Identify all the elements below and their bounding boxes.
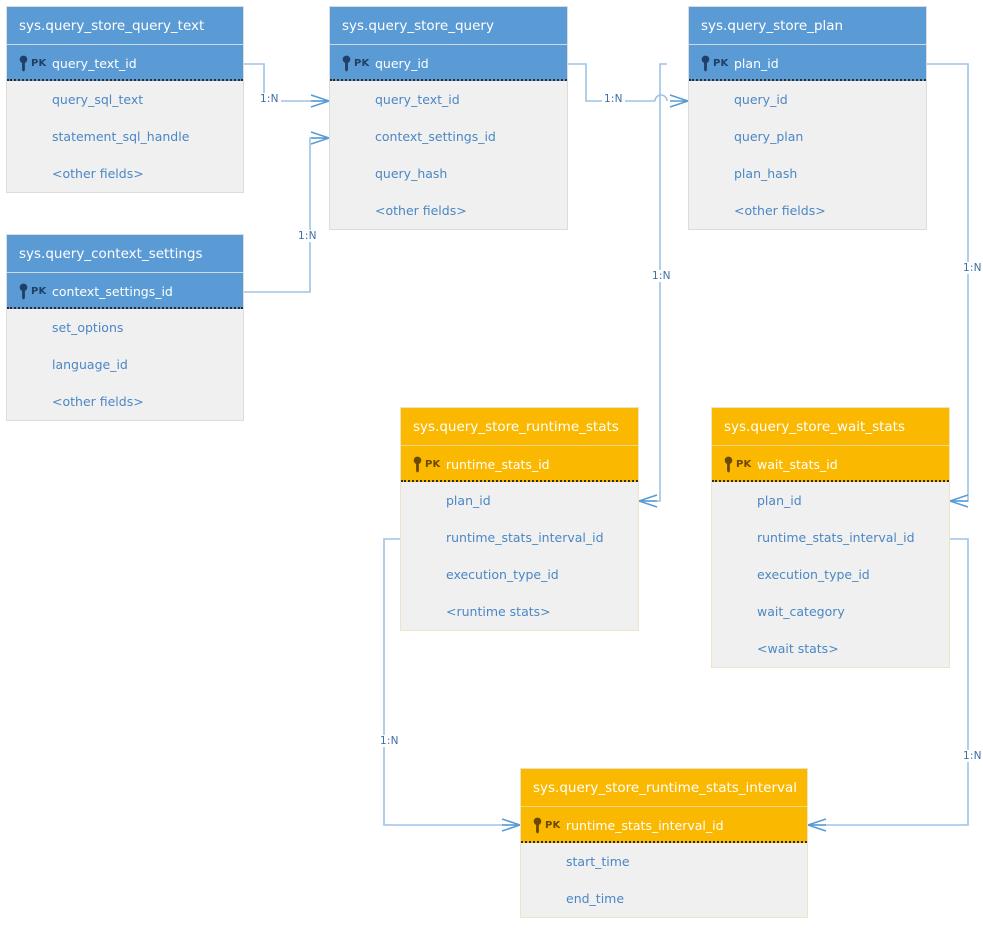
field-row[interactable]: language_id — [52, 357, 128, 372]
crowsfoot-context-settings-id-icon — [310, 131, 330, 145]
key-icon: PK — [17, 273, 46, 309]
entity-title-plan: sys.query_store_plan — [689, 7, 926, 45]
wire-interval-to-wait-stats — [812, 538, 969, 826]
entity-title-runtime_stats_interval: sys.query_store_runtime_stats_interval — [521, 769, 807, 807]
wire-interval-to-runtime-stats — [383, 538, 516, 826]
key-icon: PK — [411, 446, 440, 482]
key-icon: PK — [340, 45, 369, 81]
field-row[interactable]: plan_id — [757, 493, 802, 508]
key-icon: PK — [722, 446, 751, 482]
entity-title-query_text: sys.query_store_query_text — [7, 7, 243, 45]
crowsfoot-interval-left-icon — [501, 818, 521, 832]
entity-title-runtime_stats: sys.query_store_runtime_stats — [401, 408, 638, 446]
wire-context-settings-to-query — [244, 137, 325, 293]
key-icon: PK — [699, 45, 728, 81]
cardinality-label-r2: 1:N — [296, 230, 319, 242]
field-row[interactable]: context_settings_id — [375, 129, 496, 144]
cardinality-label-r1: 1:N — [258, 93, 281, 105]
field-row[interactable]: <other fields> — [52, 166, 144, 181]
pk-field-name-runtime_stats: runtime_stats_id — [446, 456, 550, 472]
line-hop-icon — [654, 94, 668, 102]
crowsfoot-plan-query-id-icon — [669, 94, 689, 108]
wire-query-text-to-query — [244, 63, 325, 102]
primary-key-row-query_text[interactable]: PK query_text_id — [7, 45, 243, 81]
key-icon: PK — [17, 45, 46, 81]
field-row[interactable]: plan_id — [446, 493, 491, 508]
crowsfoot-runtime-plan-id-icon — [638, 494, 658, 508]
field-row[interactable]: statement_sql_handle — [52, 129, 190, 144]
field-row[interactable]: execution_type_id — [446, 567, 559, 582]
field-row[interactable]: query_sql_text — [52, 92, 144, 107]
pk-field-name-wait_stats: wait_stats_id — [757, 456, 838, 472]
field-row[interactable]: plan_hash — [734, 166, 798, 181]
primary-key-row-runtime_stats_interval[interactable]: PK runtime_stats_interval_id — [521, 807, 807, 843]
cardinality-label-r6: 1:N — [378, 735, 401, 747]
pk-badge: PK — [713, 57, 729, 69]
field-row[interactable]: <runtime stats> — [446, 604, 551, 619]
field-row[interactable]: wait_category — [757, 604, 845, 619]
wire-plan-to-runtime-stats — [643, 63, 667, 502]
field-row[interactable]: runtime_stats_interval_id — [446, 530, 604, 545]
field-row[interactable]: <wait stats> — [757, 641, 839, 656]
pk-field-name-context_settings: context_settings_id — [52, 283, 173, 299]
field-row[interactable]: query_plan — [734, 129, 804, 144]
pk-badge: PK — [425, 458, 441, 470]
field-row[interactable]: <other fields> — [375, 203, 467, 218]
crowsfoot-wait-plan-id-icon — [949, 494, 969, 508]
pk-badge: PK — [31, 57, 47, 69]
cardinality-label-r3: 1:N — [602, 93, 625, 105]
field-row[interactable]: query_text_id — [375, 92, 460, 107]
primary-key-row-query[interactable]: PK query_id — [330, 45, 567, 81]
field-row[interactable]: end_time — [566, 891, 625, 906]
field-row[interactable]: start_time — [566, 854, 630, 869]
field-row[interactable]: runtime_stats_interval_id — [757, 530, 915, 545]
field-row[interactable]: set_options — [52, 320, 124, 335]
field-row[interactable]: query_hash — [375, 166, 448, 181]
field-row[interactable]: execution_type_id — [757, 567, 870, 582]
cardinality-label-r4: 1:N — [650, 270, 673, 282]
primary-key-row-context_settings[interactable]: PK context_settings_id — [7, 273, 243, 309]
pk-field-name-query: query_id — [375, 55, 429, 71]
entity-title-query: sys.query_store_query — [330, 7, 567, 45]
cardinality-label-r5: 1:N — [961, 262, 983, 274]
crowsfoot-query-text-id-icon — [310, 94, 330, 108]
crowsfoot-interval-right-icon — [807, 818, 827, 832]
pk-field-name-query_text: query_text_id — [52, 55, 137, 71]
field-row[interactable]: query_id — [734, 92, 788, 107]
entity-title-wait_stats: sys.query_store_wait_stats — [712, 408, 949, 446]
pk-badge: PK — [354, 57, 370, 69]
pk-badge: PK — [736, 458, 752, 470]
entity-title-context_settings: sys.query_context_settings — [7, 235, 243, 273]
field-row[interactable]: <other fields> — [734, 203, 826, 218]
primary-key-row-wait_stats[interactable]: PK wait_stats_id — [712, 446, 949, 482]
pk-badge: PK — [545, 819, 561, 831]
key-icon: PK — [531, 807, 560, 843]
pk-field-name-runtime_stats_interval: runtime_stats_interval_id — [566, 817, 724, 833]
pk-field-name-plan: plan_id — [734, 55, 779, 71]
primary-key-row-runtime_stats[interactable]: PK runtime_stats_id — [401, 446, 638, 482]
pk-badge: PK — [31, 285, 47, 297]
primary-key-row-plan[interactable]: PK plan_id — [689, 45, 926, 81]
cardinality-label-r7: 1:N — [961, 750, 983, 762]
field-row[interactable]: <other fields> — [52, 394, 144, 409]
